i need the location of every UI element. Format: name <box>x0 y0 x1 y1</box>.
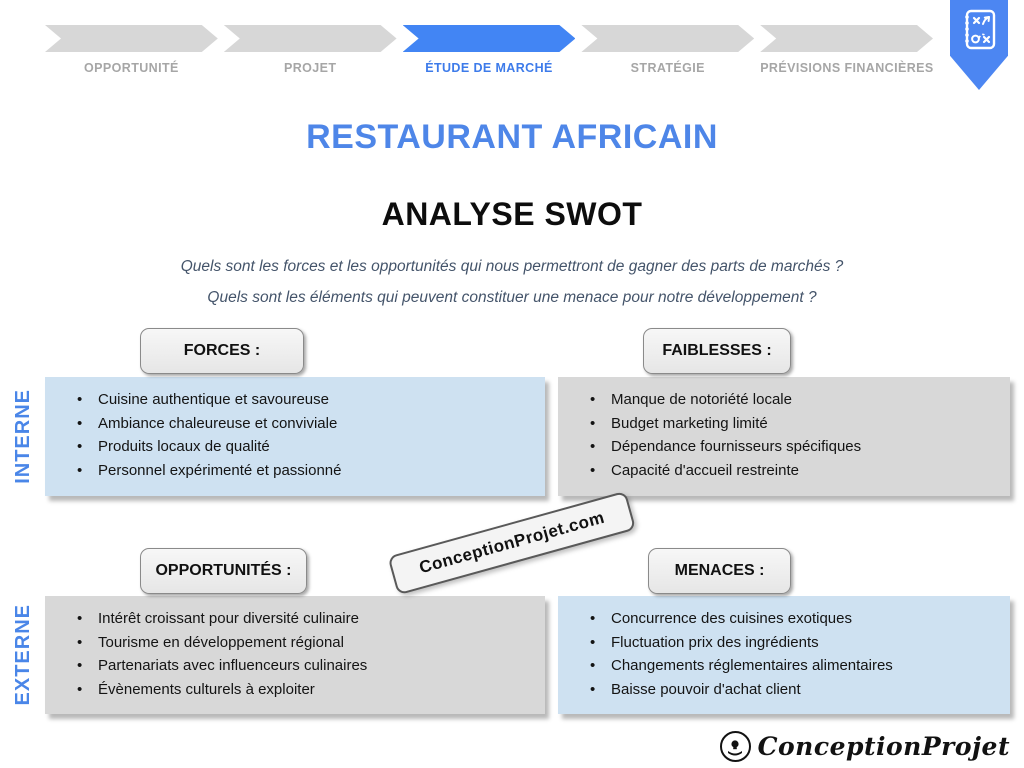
chevron-shape <box>581 25 754 52</box>
list-item: Capacité d'accueil restreinte <box>588 459 1010 483</box>
list-item: Budget marketing limité <box>588 412 1010 436</box>
list-item: Évènements culturels à exploiter <box>75 678 545 702</box>
chevron-shape <box>45 25 218 52</box>
list-item: Changements réglementaires alimentaires <box>588 654 1010 678</box>
intro-question-2: Quels sont les éléments qui peuvent cons… <box>207 289 817 306</box>
row-label-externe: EXTERNE <box>11 604 34 706</box>
chevron-shape-active <box>403 25 576 52</box>
faiblesses-list: Manque de notoriété locale Budget market… <box>558 388 1010 482</box>
menaces-header: MENACES : <box>648 548 791 594</box>
list-item: Cuisine authentique et savoureuse <box>75 388 545 412</box>
nav-step-etude-de-marche-active: ÉTUDE DE MARCHÉ <box>403 25 576 75</box>
strategy-playbook-icon <box>965 9 996 50</box>
list-item: Intérêt croissant pour diversité culinai… <box>75 607 545 631</box>
bookmark-ribbon <box>950 0 1008 90</box>
menaces-panel: Concurrence des cuisines exotiques Fluct… <box>558 596 1010 714</box>
nav-step-projet: PROJET <box>224 25 397 75</box>
nav-step-label: PROJET <box>283 61 337 75</box>
menaces-list: Concurrence des cuisines exotiques Fluct… <box>558 607 1010 701</box>
row-label-interne: INTERNE <box>11 389 34 484</box>
list-item: Ambiance chaleureuse et conviviale <box>75 412 545 436</box>
forces-panel: Cuisine authentique et savoureuse Ambian… <box>45 377 545 496</box>
opportunites-header: OPPORTUNITÉS : <box>140 548 307 594</box>
section-title: ANALYSE SWOT <box>381 196 643 232</box>
page-title: RESTAURANT AFRICAIN <box>306 118 718 156</box>
list-item: Fluctuation prix des ingrédients <box>588 631 1010 655</box>
list-item: Partenariats avec influenceurs culinaire… <box>75 654 545 678</box>
list-item: Manque de notoriété locale <box>588 388 1010 412</box>
forces-list: Cuisine authentique et savoureuse Ambian… <box>45 388 545 482</box>
brand-footer: ConceptionProjet <box>719 731 1010 762</box>
faiblesses-panel: Manque de notoriété locale Budget market… <box>558 377 1010 496</box>
faiblesses-header: FAIBLESSES : <box>643 328 791 374</box>
list-item: Personnel expérimenté et passionné <box>75 459 545 483</box>
forces-header: FORCES : <box>140 328 304 374</box>
process-nav: OPPORTUNITÉ PROJET ÉTUDE DE MARCHÉ STRAT… <box>45 25 933 75</box>
hand-lightbulb-icon <box>719 731 751 762</box>
nav-step-label: STRATÉGIE <box>630 61 705 75</box>
chevron-shape <box>224 25 397 52</box>
chevron-shape <box>760 25 933 52</box>
list-item: Concurrence des cuisines exotiques <box>588 607 1010 631</box>
brand-name: ConceptionProjet <box>757 732 1010 761</box>
watermark-banner: ConceptionProjet.com <box>387 490 637 596</box>
nav-step-strategie: STRATÉGIE <box>581 25 754 75</box>
nav-step-label: PRÉVISIONS FINANCIÈRES <box>760 61 934 75</box>
list-item: Baisse pouvoir d'achat client <box>588 678 1010 702</box>
list-item: Dépendance fournisseurs spécifiques <box>588 435 1010 459</box>
list-item: Tourisme en développement régional <box>75 631 545 655</box>
list-item: Produits locaux de qualité <box>75 435 545 459</box>
opportunites-panel: Intérêt croissant pour diversité culinai… <box>45 596 545 714</box>
opportunites-list: Intérêt croissant pour diversité culinai… <box>45 607 545 701</box>
nav-step-label: OPPORTUNITÉ <box>84 61 179 75</box>
nav-step-opportunite: OPPORTUNITÉ <box>45 25 218 75</box>
intro-question-1: Quels sont les forces et les opportunité… <box>180 258 844 275</box>
nav-step-previsions-financieres: PRÉVISIONS FINANCIÈRES <box>760 25 933 75</box>
nav-step-label: ÉTUDE DE MARCHÉ <box>425 61 553 75</box>
